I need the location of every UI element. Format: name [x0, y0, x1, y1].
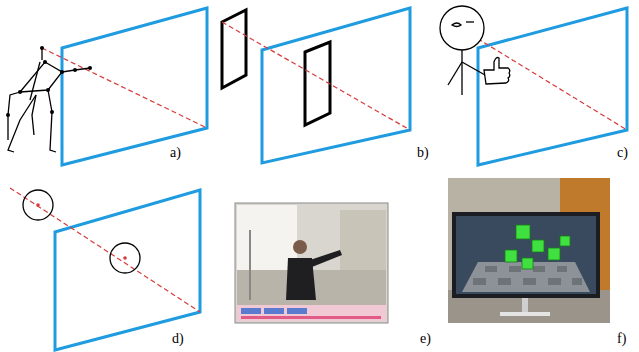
- stick-figure: [440, 6, 485, 95]
- cursor-circle: [23, 190, 53, 220]
- panel-a: [6, 8, 207, 165]
- skeleton: [8, 48, 90, 152]
- tv-stand: [522, 298, 528, 314]
- panel-label: b): [417, 146, 429, 160]
- panel-label: e): [420, 332, 431, 346]
- screen-frame: [55, 190, 200, 350]
- ui-strip: [241, 316, 381, 319]
- screen-frame: [262, 8, 410, 163]
- panel-label: f): [617, 332, 626, 346]
- gaze-ray: [457, 26, 627, 130]
- person-head: [293, 240, 307, 254]
- green-cubes: [505, 225, 570, 269]
- ray-point: [36, 203, 40, 207]
- tv-frame: [452, 212, 600, 298]
- panel-c: [440, 6, 627, 165]
- panel-label: d): [172, 332, 184, 346]
- person-arm: [310, 250, 342, 267]
- tv-screen: [456, 216, 596, 294]
- ray-point: [123, 256, 127, 260]
- target-frame: [305, 42, 330, 125]
- skeleton-joints: [6, 46, 92, 117]
- photo-frame: [448, 178, 610, 323]
- wall: [340, 210, 386, 270]
- panel-d: [10, 188, 200, 350]
- thumbs-up-hand: [484, 58, 510, 85]
- pointing-ray: [222, 22, 410, 130]
- ui-bar: [237, 305, 386, 321]
- panel-label: a): [170, 146, 181, 160]
- screen-frame: [62, 8, 207, 165]
- tv-stand-base: [500, 312, 550, 316]
- panel-label: c): [617, 146, 628, 160]
- ui-button: [241, 308, 261, 314]
- pointing-ray: [10, 188, 200, 312]
- photo-e: [235, 203, 388, 323]
- stand: [249, 230, 251, 300]
- screen-frame: [478, 8, 627, 165]
- cursor-circle: [110, 243, 140, 273]
- pointing-ray: [42, 48, 207, 128]
- panel-b: [222, 8, 410, 163]
- near-frame: [222, 10, 246, 88]
- photo-frame: [235, 203, 388, 323]
- photo-f: [448, 178, 610, 323]
- ui-button: [287, 308, 307, 314]
- ui-button: [264, 308, 284, 314]
